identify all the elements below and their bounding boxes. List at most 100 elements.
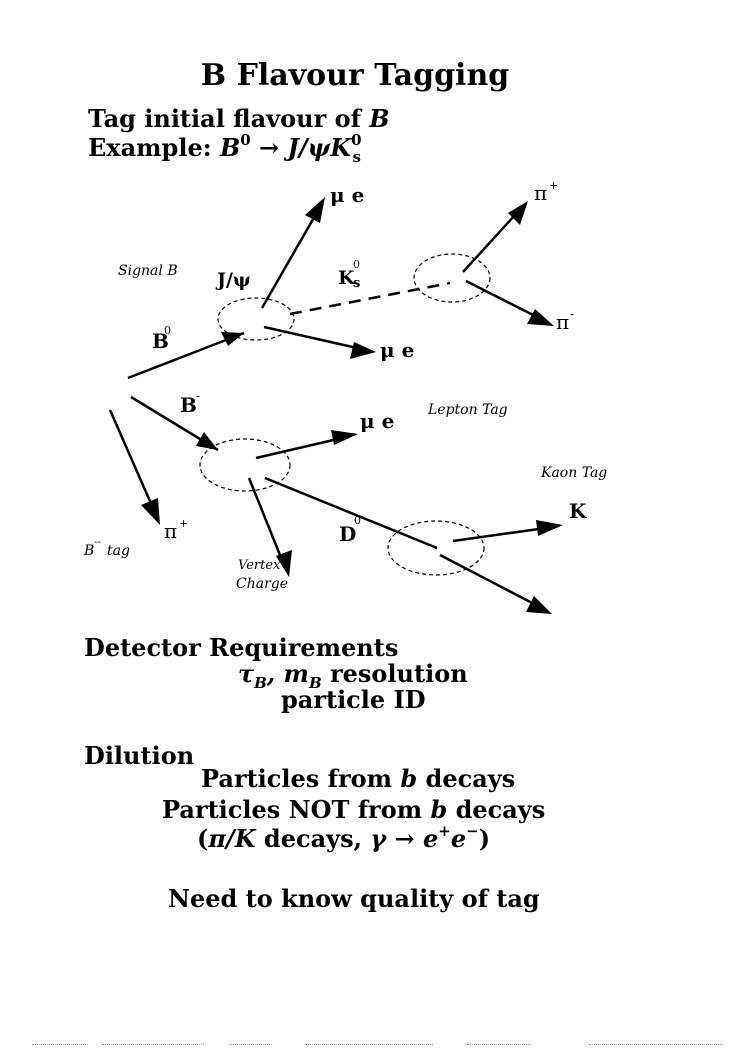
dilution-line-3-pik: π/K <box>208 824 256 853</box>
dilution-line-3: (π/K decays, γ → e+e−) <box>197 822 491 853</box>
example-jpsi-k: J/ψK <box>287 133 352 162</box>
jpsi-label: J/ψ <box>215 269 251 291</box>
lepton-tag-label: Lepton Tag <box>427 402 508 418</box>
d0-label-sup: 0 <box>354 514 361 527</box>
b-tag-word: tag <box>107 543 130 559</box>
b-minus-vertex <box>199 438 291 492</box>
dilution-line-3-arrow: → <box>386 824 423 853</box>
mass-symbol: , m <box>266 659 309 688</box>
ks-label: K <box>338 267 356 289</box>
dilution-line-3-mid: decays, <box>255 824 371 853</box>
d0-other-arrowhead <box>526 596 552 614</box>
conclusion-text: Need to know quality of tag <box>168 884 540 913</box>
example-arrow: → <box>259 133 280 162</box>
bottom-scan-line <box>467 1044 531 1046</box>
dilution-line-3-e2: e <box>450 824 467 853</box>
dilution-line-3-minus: − <box>466 822 479 840</box>
kaon-tag-label: Kaon Tag <box>540 465 607 481</box>
kaon-track <box>452 526 547 543</box>
dilution-line-1-b: b <box>400 764 418 793</box>
dilution-line-1: Particles from b decays <box>201 764 515 793</box>
pi-minus-arrowhead <box>527 309 554 326</box>
intro-line-1-text: Tag initial flavour of <box>88 104 370 133</box>
k-label: K <box>569 499 587 523</box>
lepton-track <box>255 436 343 460</box>
signal-b-label: Signal B <box>118 263 178 279</box>
b-tag-label: B <box>83 543 94 559</box>
example-k-sub: s <box>352 148 361 166</box>
bottom-scan-line <box>305 1044 433 1046</box>
mu-e-mid-label: μ e <box>380 338 414 362</box>
mu-e-top-label: μ e <box>330 183 364 207</box>
pi-minus-label: π <box>556 310 569 334</box>
dilution-heading: Dilution <box>84 741 195 770</box>
pi-minus-sup: - <box>570 307 574 321</box>
pi-plus-arrowhead <box>508 201 528 225</box>
d0-other-track <box>439 553 537 607</box>
dilution-line-2: Particles NOT from b decays <box>162 795 545 824</box>
d0-track <box>264 476 438 550</box>
b-minus-label: B <box>180 393 197 417</box>
b-minus-sup: - <box>196 389 200 403</box>
ks-label-sub: s <box>353 276 360 291</box>
page-title: B Flavour Tagging <box>200 58 510 93</box>
example-b-sup: 0 <box>240 131 251 149</box>
pi-plus-top-sup: + <box>549 179 558 192</box>
b0-label: B <box>152 329 169 353</box>
btag-pion-track <box>108 409 155 509</box>
b0-arrowhead <box>221 332 244 346</box>
dilution-line-3-plus: + <box>438 822 451 840</box>
pi-plus-top-label: π <box>534 181 547 205</box>
intro-b-symbol: B <box>369 104 390 133</box>
mass-sub: B <box>308 674 322 692</box>
kaon-arrowhead <box>536 520 563 536</box>
dilution-line-3-open: ( <box>197 824 209 853</box>
bottom-scan-line <box>32 1044 88 1046</box>
dilution-line-2-b: b <box>430 795 448 824</box>
btag-pion-arrowhead <box>141 498 160 525</box>
mu-e-lepton-label: μ e <box>360 409 394 433</box>
example-b: B <box>219 133 241 162</box>
dilution-line-1-pre: Particles from <box>201 764 401 793</box>
bottom-scan-line <box>229 1044 272 1046</box>
ks-vertex <box>413 253 491 303</box>
pi-plus-track <box>462 214 516 273</box>
vertex-charge-track <box>247 477 284 561</box>
vertex-charge-arrowhead <box>276 550 292 577</box>
vertex-label: Vertex <box>238 558 281 573</box>
ks-track <box>289 281 451 316</box>
example-label: Example: <box>88 133 220 162</box>
dilution-line-3-close: ) <box>478 824 491 853</box>
dilution-line-2-pre: Particles NOT from <box>162 795 431 824</box>
tau-sub: B <box>254 674 267 692</box>
b-minus-arrowhead <box>196 432 218 450</box>
resolution-text: resolution <box>321 659 468 688</box>
mu-top-arrowhead <box>305 197 325 223</box>
detector-requirement-1: τB, mB resolution <box>238 659 468 692</box>
pi-plus-bottom-label: π <box>164 519 177 543</box>
b-tag-sup: -- <box>94 537 101 548</box>
mu-bottom-arrowhead <box>350 342 376 359</box>
charge-label: Charge <box>236 576 288 592</box>
b0-label-sup: 0 <box>164 324 171 337</box>
detector-requirements-heading: Detector Requirements <box>84 633 399 662</box>
jpsi-mu-top-track <box>260 213 318 309</box>
jpsi-mu-bottom-track <box>263 325 367 352</box>
d0-label: D <box>339 522 356 546</box>
example-k-sup: 0 <box>351 131 362 149</box>
pi-plus-bottom-sup: + <box>179 517 188 530</box>
pi-minus-track <box>465 279 540 320</box>
bottom-scan-line <box>589 1044 723 1046</box>
detector-requirement-2: particle ID <box>281 685 426 714</box>
intro-line-2: Example: B0 → J/ψK0s <box>88 131 362 166</box>
intro-line-1: Tag initial flavour of B <box>88 104 390 133</box>
dilution-line-2-post: decays <box>447 795 546 824</box>
tau-symbol: τ <box>238 659 255 688</box>
dilution-line-3-e: e <box>422 824 439 853</box>
bottom-scan-line <box>102 1044 204 1046</box>
ks-label-sup: 0 <box>353 258 360 271</box>
lepton-arrowhead <box>331 430 358 445</box>
jpsi-vertex <box>217 297 295 341</box>
dilution-line-3-gamma: γ <box>370 824 387 853</box>
